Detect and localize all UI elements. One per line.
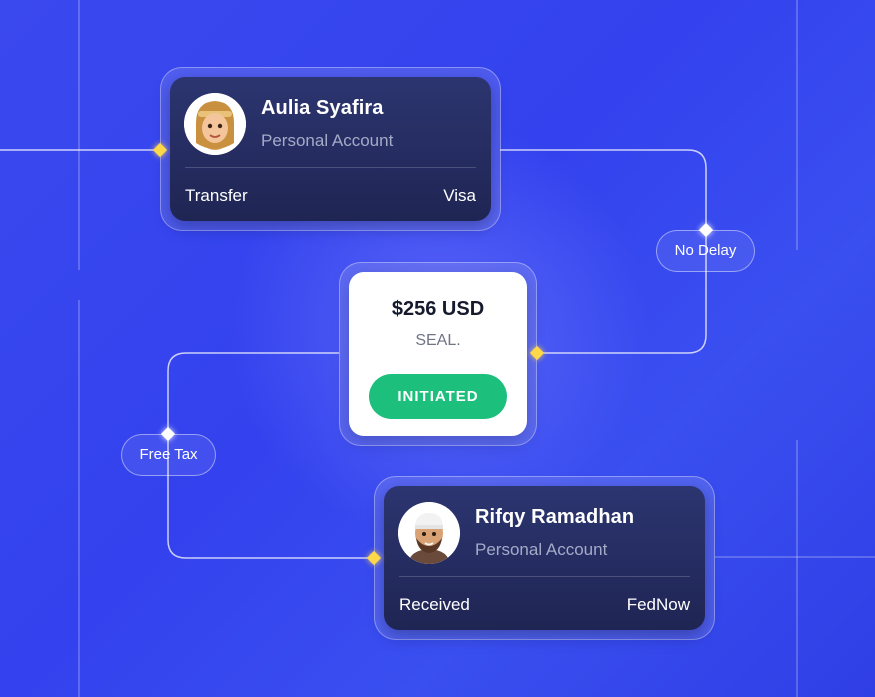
sender-action: Transfer xyxy=(185,186,248,205)
sender-account-type: Personal Account xyxy=(261,131,394,150)
free-tax-tag: Free Tax xyxy=(121,434,216,476)
brand-label: SEAL. xyxy=(415,332,461,349)
avatar-female-icon xyxy=(184,93,246,155)
sender-avatar xyxy=(184,93,246,155)
sender-card[interactable]: Aulia Syafira Personal Account Transfer … xyxy=(160,67,501,231)
receiver-avatar xyxy=(398,502,460,564)
receiver-card[interactable]: Rifqy Ramadhan Personal Account Received… xyxy=(374,476,715,640)
transaction-card-body: $256 USD SEAL. INITIATED xyxy=(349,272,527,436)
receiver-method: FedNow xyxy=(626,595,690,614)
receiver-account-type: Personal Account xyxy=(475,540,608,559)
receiver-name: Rifqy Ramadhan xyxy=(475,506,635,528)
transaction-card[interactable]: $256 USD SEAL. INITIATED xyxy=(339,262,537,446)
receiver-card-body: Rifqy Ramadhan Personal Account Received… xyxy=(384,486,705,630)
avatar-male-icon xyxy=(398,502,460,564)
sender-method: Visa xyxy=(443,186,476,205)
status-badge[interactable]: INITIATED xyxy=(369,374,507,419)
receiver-action: Received xyxy=(399,595,470,614)
sender-card-body: Aulia Syafira Personal Account Transfer … xyxy=(170,77,491,221)
receiver-divider xyxy=(399,576,690,577)
sender-divider xyxy=(185,167,476,168)
transaction-amount: $256 USD xyxy=(391,298,485,320)
sender-name: Aulia Syafira xyxy=(261,97,384,119)
